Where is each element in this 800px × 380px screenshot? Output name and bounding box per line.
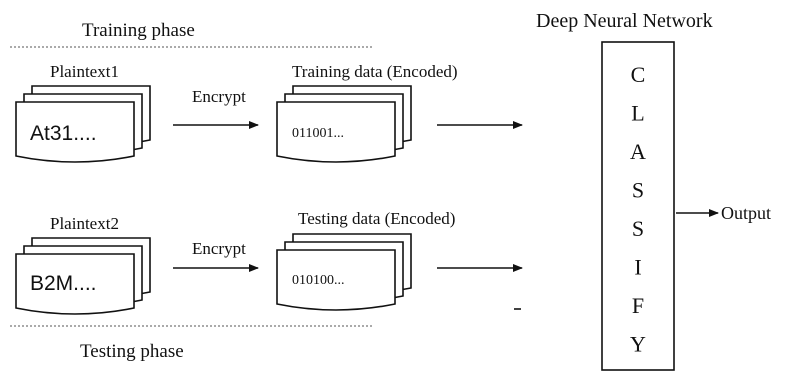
plaintext1-content: At31.... [30,122,97,145]
training-data-label: Training data (Encoded) [292,62,458,81]
classify-letter: L [631,101,644,126]
testing-data-label: Testing data (Encoded) [298,209,455,228]
network-title: Deep Neural Network [536,10,713,32]
classify-letter: C [631,62,646,87]
plaintext2-content: B2M.... [30,272,97,295]
classify-letter: S [632,178,644,203]
testing-data-content: 010100... [292,273,345,288]
output-label: Output [721,203,771,223]
plaintext2-document-stack [15,237,151,315]
testing-data-document-stack [276,233,412,311]
plaintext1-document-stack [15,85,151,163]
training-encrypt-label: Encrypt [192,87,246,106]
testing-encrypt-label: Encrypt [192,239,246,258]
plaintext2-label: Plaintext2 [50,214,119,233]
training-data-document-stack [276,85,412,163]
testing-phase-label: Testing phase [80,341,184,362]
classify-box [601,41,675,371]
classify-letter: S [632,216,644,241]
classify-letter: I [634,255,641,280]
classify-letter: A [630,139,646,164]
training-phase-label: Training phase [82,20,195,41]
plaintext1-label: Plaintext1 [50,62,119,81]
classify-letter: F [632,293,644,318]
training-data-content: 011001... [292,126,344,141]
classify-letter: Y [630,332,646,357]
